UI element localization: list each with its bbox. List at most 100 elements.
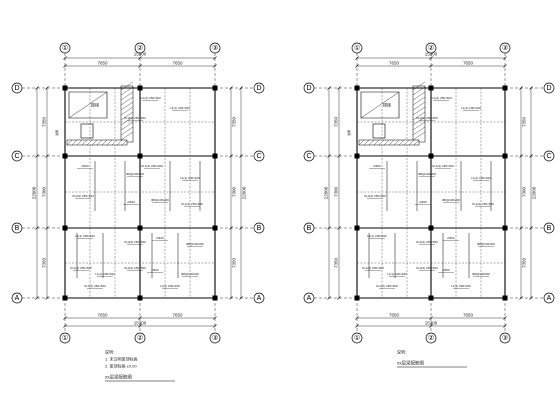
- dim-tick: [519, 226, 523, 230]
- hatch-line: [66, 139, 73, 146]
- axis-bottom-1-label: ①: [62, 334, 68, 342]
- drawing-title: xx层梁配筋图: [397, 360, 424, 367]
- side-note: 说明: [54, 130, 59, 136]
- dim-tick: [519, 296, 523, 300]
- dim-tick: [429, 324, 433, 328]
- beam-label: Φ8@100/200: [186, 242, 204, 246]
- hatch-line: [96, 139, 103, 146]
- hatch-line: [71, 139, 78, 146]
- beam-label: 2Φ20: [156, 236, 164, 240]
- dim-top-bay-2: 7650: [463, 61, 474, 66]
- dim-tick: [229, 226, 233, 230]
- beam-label: KL1(2) 250×600: [70, 266, 92, 270]
- column: [212, 85, 218, 91]
- beam-label: L1(1) 200×400: [367, 234, 387, 238]
- dim-tick: [63, 316, 67, 320]
- column: [212, 295, 218, 301]
- beam-label: KL1(2) 250×600: [472, 202, 494, 206]
- column: [354, 153, 360, 159]
- dim-tick: [337, 154, 341, 158]
- dim-tick: [503, 56, 507, 60]
- axis-left-A-label: A: [307, 295, 312, 302]
- column: [62, 85, 68, 91]
- hatch-line: [388, 139, 395, 146]
- room-label: 楼梯: [383, 102, 391, 108]
- dim-tick: [45, 86, 49, 90]
- axis-top-2-label: ②: [428, 44, 434, 52]
- hatch-line: [368, 139, 375, 146]
- dim-tick: [229, 86, 233, 90]
- dim-tick: [35, 296, 39, 300]
- axis-right-C-label: C: [256, 153, 261, 160]
- note-line-1: 说明：: [105, 349, 117, 355]
- dim-right-overall: 22000: [532, 186, 537, 199]
- column: [354, 85, 360, 91]
- hatch-line: [120, 101, 134, 111]
- hatch-line: [111, 139, 118, 146]
- dim-tick: [327, 226, 331, 230]
- hatch-line: [120, 91, 134, 101]
- beam-label: Φ8@100/200: [151, 198, 169, 202]
- dim-tick: [337, 226, 341, 230]
- axis-bottom-3-label: ③: [502, 334, 508, 342]
- dim-tick: [529, 86, 533, 90]
- dim-bottom-bay-1: 7650: [389, 313, 400, 318]
- dim-tick: [35, 154, 39, 158]
- dim-tick: [239, 86, 243, 90]
- beam-label: KL1(2) 250×600: [181, 202, 203, 206]
- dim-tick: [503, 316, 507, 320]
- hatch-line: [358, 139, 365, 146]
- hatch-line: [412, 86, 426, 96]
- dim-bottom-bay-1: 7650: [97, 313, 108, 318]
- axis-right-D-bubble: [253, 82, 265, 94]
- beam-label: KL2(2) 250×650: [124, 240, 146, 244]
- dim-left-bay-1: 7350: [42, 116, 47, 127]
- beam-label: Φ8@100/200: [472, 272, 490, 276]
- hatch-line: [412, 126, 426, 136]
- dim-bottom-overall: 15300: [425, 321, 438, 326]
- beam-label: L1(1) 200×400: [387, 272, 407, 276]
- hatch-line: [408, 139, 415, 146]
- dim-top-bay-2: 7650: [172, 61, 183, 66]
- hatch-line: [120, 131, 134, 141]
- beam-label: L1(1) 200×400: [170, 106, 190, 110]
- column: [502, 225, 508, 231]
- dim-tick: [63, 324, 67, 328]
- dim-tick: [229, 154, 233, 158]
- dim-tick: [229, 296, 233, 300]
- dim-right-overall: 22000: [242, 186, 247, 199]
- dim-tick: [337, 86, 341, 90]
- axis-right-A-label: A: [547, 295, 552, 302]
- axis-bottom-3-label: ③: [212, 334, 218, 342]
- hatch-line: [373, 139, 380, 146]
- dim-tick: [519, 154, 523, 158]
- axis-top-1-label: ①: [62, 44, 68, 52]
- beam-label: 2Φ20: [419, 200, 427, 204]
- dim-tick: [503, 64, 507, 68]
- axis-right-B-label: B: [257, 225, 262, 232]
- column: [137, 85, 143, 91]
- column: [62, 295, 68, 301]
- axis-left-C-label: C: [306, 153, 311, 160]
- dim-tick: [429, 64, 433, 68]
- axis-bottom-1-bubble: [351, 332, 363, 344]
- dim-tick: [519, 86, 523, 90]
- hatch-line: [412, 121, 426, 131]
- axis-right-A-bubble: [543, 292, 555, 304]
- axis-bottom-3-bubble: [499, 332, 511, 344]
- column: [428, 295, 434, 301]
- dim-tick: [337, 296, 341, 300]
- dim-tick: [138, 316, 142, 320]
- dim-right-bay-1: 7350: [232, 116, 237, 127]
- beam-label: 2Φ20: [447, 236, 455, 240]
- dim-right-bay-3: 7350: [232, 257, 237, 268]
- hatch-line: [81, 139, 88, 146]
- dim-tick: [529, 154, 533, 158]
- note-line-1: 说明：: [397, 349, 409, 355]
- dim-tick: [239, 154, 243, 158]
- stair-diagonal: [68, 91, 108, 119]
- axis-bottom-1-bubble: [59, 332, 71, 344]
- dim-tick: [213, 324, 217, 328]
- hatch-line: [101, 139, 108, 146]
